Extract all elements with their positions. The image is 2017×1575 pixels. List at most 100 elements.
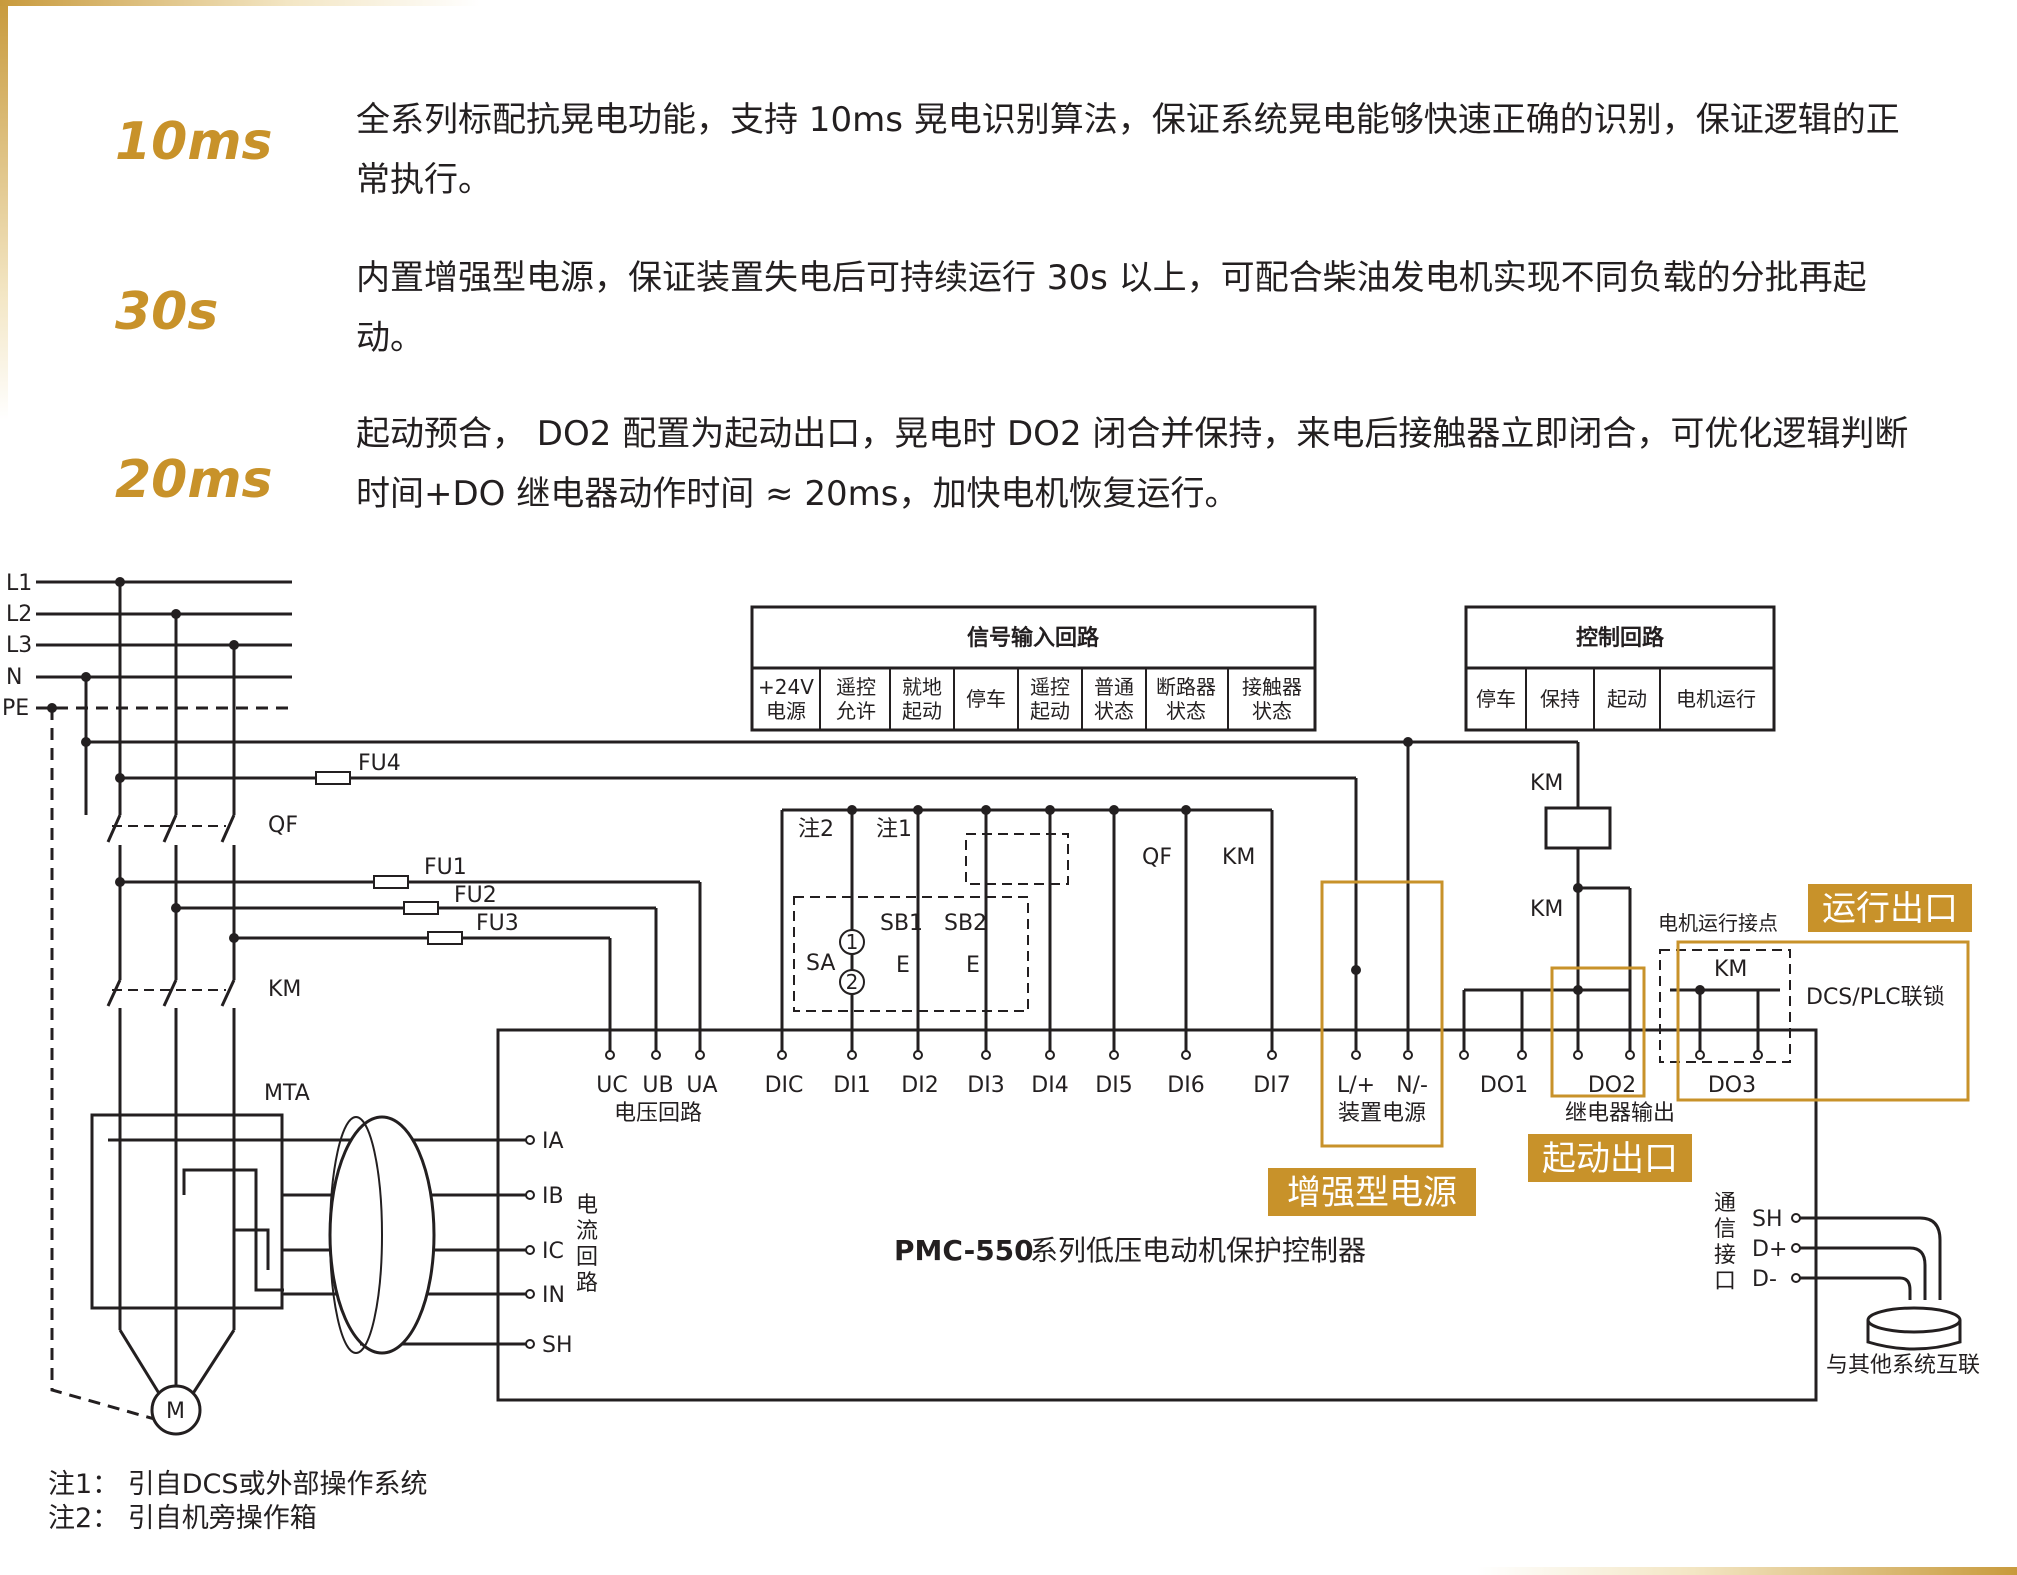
current-loop-label: 路 (576, 1271, 598, 1296)
signal-col-label: 起动 (902, 699, 942, 723)
sa-position-2: 2 (846, 970, 859, 994)
sb2-e-label: E (966, 953, 980, 978)
signal-col-label: 遥控 (836, 675, 876, 699)
current-loop-label: 流 (576, 1219, 598, 1244)
comm-label: 信 (1714, 1217, 1736, 1242)
callout-run-output: 运行出口 (1822, 889, 1958, 929)
footnotes: 注1： 引自DCS或外部操作系统 注2： 引自机旁操作箱 (48, 1468, 428, 1536)
note1-marker: 注1 (876, 817, 912, 842)
bus-label-n: N (6, 665, 22, 690)
terminal-l-plus: L/+ (1337, 1073, 1375, 1098)
comm-label: 接 (1714, 1243, 1736, 1268)
control-col-label: 起动 (1607, 687, 1647, 711)
current-loop-label: 回 (576, 1245, 598, 1270)
terminal-ia: IA (542, 1129, 564, 1154)
signal-col-label: 状态 (1094, 699, 1134, 723)
decorative-frame-bottom (1477, 1567, 2017, 1575)
km-coil-label: KM (1530, 771, 1563, 796)
run-contact-km: KM (1714, 957, 1747, 982)
terminal-di1: DI1 (833, 1073, 870, 1098)
voltage-loop-label: 电压回路 (614, 1101, 702, 1126)
comm-label: 口 (1714, 1269, 1736, 1294)
terminal-ub: UB (642, 1073, 673, 1098)
signal-col-label: 接触器 (1242, 675, 1302, 699)
control-col-label: 电机运行 (1676, 687, 1756, 711)
km-aux-label: KM (1530, 897, 1563, 922)
sa-position-1: 1 (846, 930, 859, 954)
signal-col-label: 遥控 (1030, 675, 1070, 699)
sb1-label: SB1 (880, 911, 923, 936)
fuse-label-fu1: FU1 (424, 855, 467, 880)
dcs-plc-label: DCS/PLC联锁 (1806, 985, 1945, 1010)
signal-col-label: 起动 (1030, 699, 1070, 723)
contactor-label: KM (268, 977, 301, 1002)
terminal-ib: IB (542, 1184, 564, 1209)
breaker-label: QF (268, 813, 298, 838)
fuse-label-fu4: FU4 (358, 751, 401, 776)
callout-start-output: 起动出口 (1542, 1139, 1678, 1179)
signal-col-label: 断路器 (1156, 675, 1216, 699)
signal-input-title: 信号输入回路 (967, 625, 1100, 651)
sb1-e-label: E (896, 953, 910, 978)
comm-terminal-sh: SH (1752, 1207, 1783, 1232)
control-loop-title: 控制回路 (1576, 625, 1665, 651)
bus-label-pe: PE (2, 696, 29, 721)
bus-label-l2: L2 (6, 602, 32, 627)
terminal-do1: DO1 (1480, 1073, 1528, 1098)
fuse-label-fu2: FU2 (454, 883, 497, 908)
comm-terminal-dplus: D+ (1752, 1237, 1787, 1262)
terminal-di5: DI5 (1095, 1073, 1132, 1098)
terminal-di6: DI6 (1167, 1073, 1204, 1098)
bus-label-l3: L3 (6, 633, 32, 658)
control-col-label: 停车 (1476, 687, 1516, 711)
relay-output-label: 继电器输出 (1565, 1101, 1675, 1126)
feature-value: 20ms (115, 450, 273, 510)
note2-marker: 注2 (798, 817, 834, 842)
comm-label: 通 (1714, 1191, 1736, 1216)
terminal-sh: SH (542, 1333, 573, 1358)
signal-col-label: 电源 (766, 699, 806, 723)
feature-text: 内置增强型电源，保证装置失电后可持续运行 30s 以上，可配合柴油发电机实现不同… (356, 258, 1867, 358)
signal-col-label: 状态 (1166, 699, 1206, 723)
device-name: 系列低压电动机保护控制器 (1030, 1234, 1366, 1267)
device-power-label: 装置电源 (1338, 1101, 1426, 1126)
terminal-ic: IC (542, 1239, 564, 1264)
signal-col-label: 停车 (966, 687, 1006, 711)
terminal-di3: DI3 (967, 1073, 1004, 1098)
ct-block-label: MTA (264, 1081, 310, 1106)
feature-value: 10ms (115, 112, 273, 172)
terminal-di4: DI4 (1031, 1073, 1068, 1098)
signal-col-label: 状态 (1252, 699, 1292, 723)
signal-col-label: 就地 (902, 675, 942, 699)
control-col-label: 保持 (1540, 687, 1580, 711)
feature-text: 全系列标配抗晃电功能，支持 10ms 晃电识别算法，保证系统晃电能够快速正确的识… (356, 100, 1900, 200)
device-model: PMC-550 (894, 1234, 1034, 1267)
terminal-n-minus: N/- (1396, 1073, 1428, 1098)
feature-text: 起动预合， DO2 配置为起动出口，晃电时 DO2 闭合并保持，来电后接触器立即… (356, 414, 1909, 514)
callout-enhanced-power: 增强型电源 (1287, 1173, 1457, 1213)
footnote-1: 注1： 引自DCS或外部操作系统 (48, 1469, 428, 1500)
comm-terminal-dminus: D- (1752, 1267, 1777, 1292)
signal-col-label: +24V (758, 675, 814, 699)
footnote-2: 注2： 引自机旁操作箱 (48, 1503, 317, 1534)
terminal-uc: UC (596, 1073, 627, 1098)
feature-value: 30s (115, 282, 219, 342)
terminal-di7: DI7 (1253, 1073, 1290, 1098)
signal-col-label: 普通 (1094, 675, 1134, 699)
terminal-ua: UA (686, 1073, 717, 1098)
terminal-do2: DO2 (1588, 1073, 1636, 1098)
run-contact-title: 电机运行接点 (1658, 911, 1778, 935)
signal-col-label: 允许 (836, 699, 876, 723)
current-loop-label: 电 (576, 1193, 598, 1218)
km-contact-label: KM (1222, 845, 1255, 870)
fuse-label-fu3: FU3 (476, 911, 519, 936)
motor-label: M (166, 1399, 185, 1424)
terminal-in: IN (542, 1283, 565, 1308)
decorative-frame-left (0, 0, 8, 420)
qf-contact-label: QF (1142, 845, 1172, 870)
bus-label-l1: L1 (6, 571, 32, 596)
decorative-frame-top (0, 0, 480, 6)
terminal-di2: DI2 (901, 1073, 938, 1098)
terminal-do3: DO3 (1708, 1073, 1756, 1098)
